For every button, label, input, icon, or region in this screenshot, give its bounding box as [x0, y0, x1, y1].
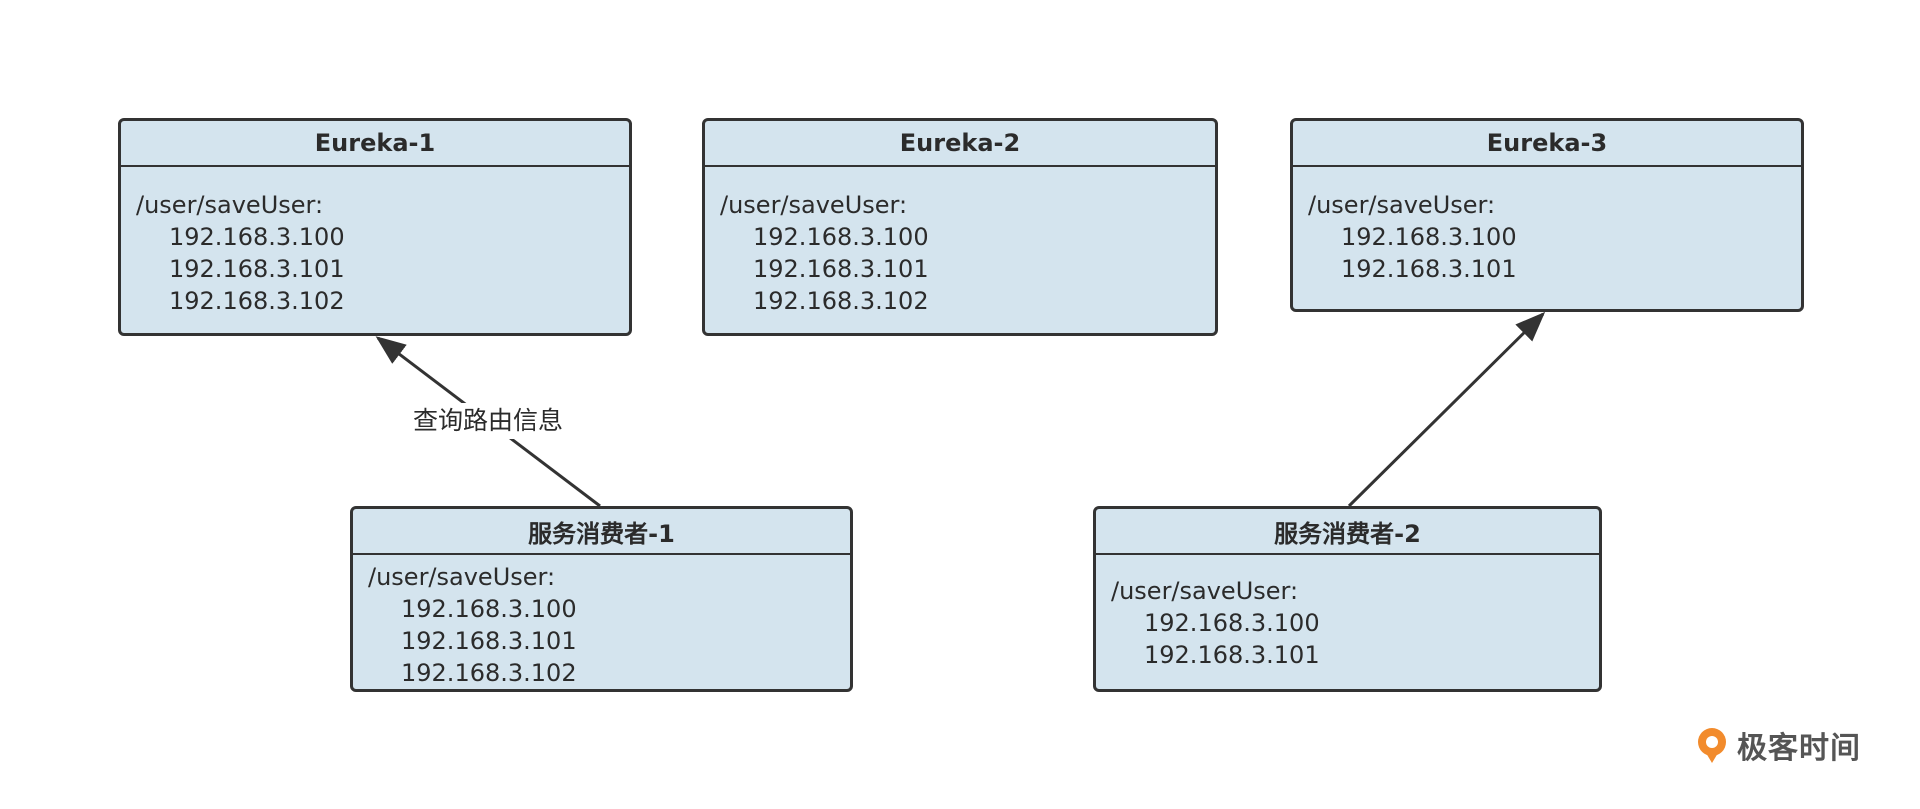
node-body: /user/saveUser: 192.168.3.100 192.168.3.…: [1096, 555, 1599, 671]
ip-address: 192.168.3.100: [1341, 223, 1517, 251]
ip-address: 192.168.3.101: [753, 255, 929, 283]
node-eureka-2: Eureka-2 /user/saveUser: 192.168.3.100 1…: [702, 118, 1218, 336]
node-eureka-3: Eureka-3 /user/saveUser: 192.168.3.100 1…: [1290, 118, 1804, 312]
ip-address: 192.168.3.102: [169, 287, 345, 315]
edge-label-query-route: 查询路由信息: [406, 403, 570, 439]
node-body: /user/saveUser: 192.168.3.100 192.168.3.…: [121, 167, 629, 317]
route-path: /user/saveUser:: [720, 191, 908, 219]
ip-address: 192.168.3.101: [1144, 641, 1320, 669]
node-title: 服务消费者-2: [1096, 509, 1599, 555]
ip-address: 192.168.3.100: [169, 223, 345, 251]
node-title: 服务消费者-1: [353, 509, 850, 555]
ip-address: 192.168.3.102: [401, 659, 577, 687]
ip-address: 192.168.3.100: [1144, 609, 1320, 637]
geektime-logo-icon: [1698, 728, 1726, 763]
ip-address: 192.168.3.102: [753, 287, 929, 315]
ip-address: 192.168.3.101: [1341, 255, 1517, 283]
ip-address: 192.168.3.101: [169, 255, 345, 283]
route-path: /user/saveUser:: [368, 563, 556, 591]
ip-address: 192.168.3.100: [401, 595, 577, 623]
ip-address: 192.168.3.101: [401, 627, 577, 655]
node-title: Eureka-3: [1293, 121, 1801, 167]
ip-address: 192.168.3.100: [753, 223, 929, 251]
route-path: /user/saveUser:: [136, 191, 324, 219]
route-path: /user/saveUser:: [1308, 191, 1496, 219]
edge-consumer2-to-eureka3: [1347, 311, 1546, 508]
watermark-logo: 极客时间: [1693, 725, 1861, 766]
node-service-consumer-1: 服务消费者-1 /user/saveUser: 192.168.3.100 19…: [350, 506, 853, 692]
node-service-consumer-2: 服务消费者-2 /user/saveUser: 192.168.3.100 19…: [1093, 506, 1602, 692]
node-title: Eureka-2: [705, 121, 1215, 167]
node-body: /user/saveUser: 192.168.3.100 192.168.3.…: [1293, 167, 1801, 285]
node-body: /user/saveUser: 192.168.3.100 192.168.3.…: [353, 555, 850, 689]
node-title: Eureka-1: [121, 121, 629, 167]
route-path: /user/saveUser:: [1111, 577, 1299, 605]
node-eureka-1: Eureka-1 /user/saveUser: 192.168.3.100 1…: [118, 118, 632, 336]
node-body: /user/saveUser: 192.168.3.100 192.168.3.…: [705, 167, 1215, 317]
logo-text: 极客时间: [1737, 731, 1861, 766]
